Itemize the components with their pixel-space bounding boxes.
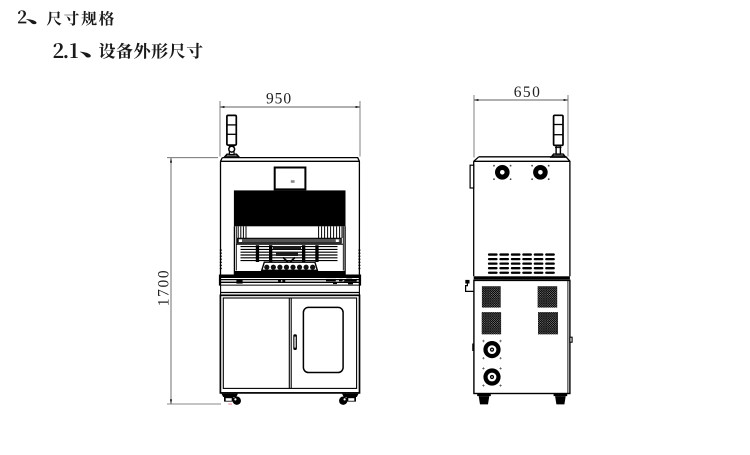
svg-text:950: 950 [266,91,292,108]
svg-text:650: 650 [514,84,541,101]
svg-text:1700: 1700 [155,269,172,306]
